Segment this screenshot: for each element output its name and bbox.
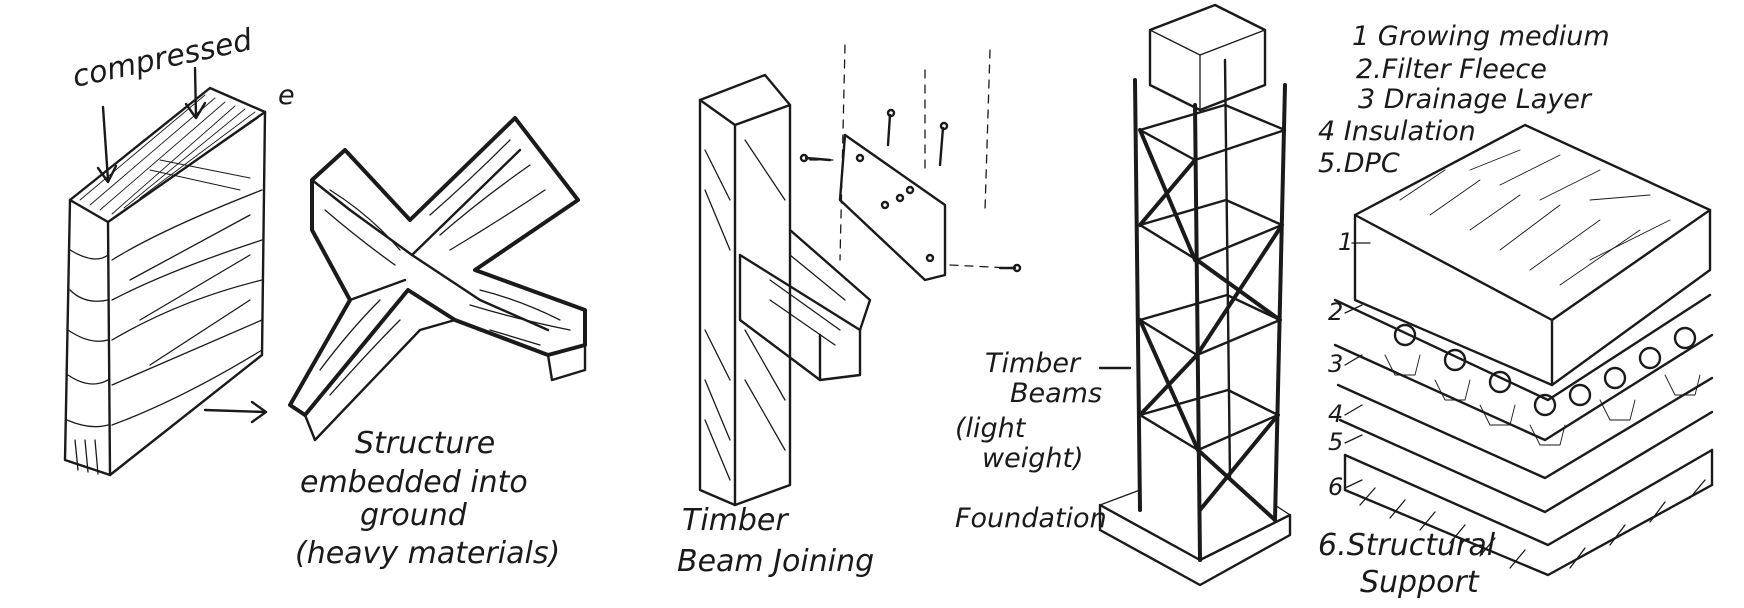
fixing-guides [809,44,1011,269]
post-grain [704,139,786,481]
block-side-grain [111,189,263,426]
screws [799,108,1022,273]
bracket-holes [855,153,935,263]
x-structure-outline [288,116,587,417]
beams-label-line-2: Beams [1010,378,1102,409]
tower-post-left [1133,78,1142,512]
block-top-hatching [79,94,259,215]
tower-top-box-edges [1149,29,1266,111]
foundation-edges [1099,489,1291,516]
x-structure-sketch: Structure embedded into ground (heavy ma… [288,116,587,571]
block-front-edge [106,220,112,477]
beams-label-line-1: Timber [985,348,1082,379]
tower-post-front [1193,103,1202,562]
tower-post-back [1223,58,1232,482]
corner-mark: e [278,80,295,111]
tower-sketch: Timber Beams (light weight) Foundation [955,3,1292,587]
layer-marker-6: 6 [1328,473,1343,501]
caption-line-4: (heavy materials) [295,536,560,571]
tower-foundation [1098,503,1292,587]
beam-top [788,228,872,332]
structural-label-line-2: Support [1360,565,1480,600]
legend-item-5: 5.DPC [1318,148,1400,179]
x-structure-inner-left [348,278,407,302]
tower-top-box [1148,3,1267,112]
x-structure-grain [319,139,571,396]
structural-support-label: 6.Structural Support [1318,528,1505,600]
drainage-nodules [1393,323,1697,417]
beam-grain [769,254,846,346]
compressed-block-sketch: compressed e [63,22,295,477]
compressed-label: compressed [69,22,256,94]
green-roof-sketch: 1 Growing medium 2.Filter Fleece 3 Drain… [1318,21,1714,600]
bracket-plate [838,133,947,282]
beams-label-line-3: (light [955,413,1027,444]
growing-medium-top [1353,123,1712,322]
structural-hatching [1359,479,1706,569]
drainage-cups [1384,354,1701,446]
post-outline [698,73,792,507]
layer-markers: 1 2 3 4 5 6 [1328,228,1361,501]
beam-outline [738,253,862,382]
layer-marker-4: 4 [1328,400,1343,428]
layer-marker-1: 1 [1338,228,1353,256]
layer-marker-2: 2 [1328,298,1343,326]
layer-marker-3: 3 [1328,350,1343,378]
tower-post-right [1273,83,1287,522]
tower-bracing [1138,128,1284,522]
block-top-edge [68,110,267,224]
compression-arrows [96,66,268,424]
x-structure-inner-top [310,148,522,257]
tower-floors [1138,103,1287,452]
block-outline [63,86,267,477]
legend-item-4: 4 Insulation [1318,116,1476,147]
beams-label: Timber Beams (light weight) [955,348,1111,474]
post-top [698,98,792,127]
layer-marker-ticks [1344,242,1371,489]
legend-item-1: 1 Growing medium [1352,21,1610,52]
caption-line-3: ground [360,498,468,533]
beam-caption-line-1: Timber [682,503,789,538]
x-structure-caption: Structure embedded into ground (heavy ma… [295,426,560,571]
structural-label-line-1: 6.Structural [1318,528,1496,563]
growing-medium-texture [1399,149,1671,286]
legend-item-3: 3 Drainage Layer [1358,84,1593,115]
x-structure-right-depth [546,343,587,382]
beam-joint-caption: Timber Beam Joining [677,503,874,579]
roof-layers [1333,293,1714,577]
legend-item-2: 2.Filter Fleece [1356,54,1547,85]
beam-joint-sketch: Timber Beam Joining [677,44,1022,579]
layer-marker-5: 5 [1328,428,1343,456]
caption-line-2: embedded into [300,465,528,500]
beams-label-line-4: weight) [982,443,1084,474]
block-front-grain [66,249,109,475]
beam-caption-line-2: Beam Joining [677,544,874,579]
foundation-label: Foundation [955,503,1107,534]
growing-medium-sides [1353,208,1712,387]
caption-line-1: Structure [355,426,495,461]
x-structure-bottom-depth [303,318,457,442]
green-roof-legend: 1 Growing medium 2.Filter Fleece 3 Drain… [1318,21,1618,179]
